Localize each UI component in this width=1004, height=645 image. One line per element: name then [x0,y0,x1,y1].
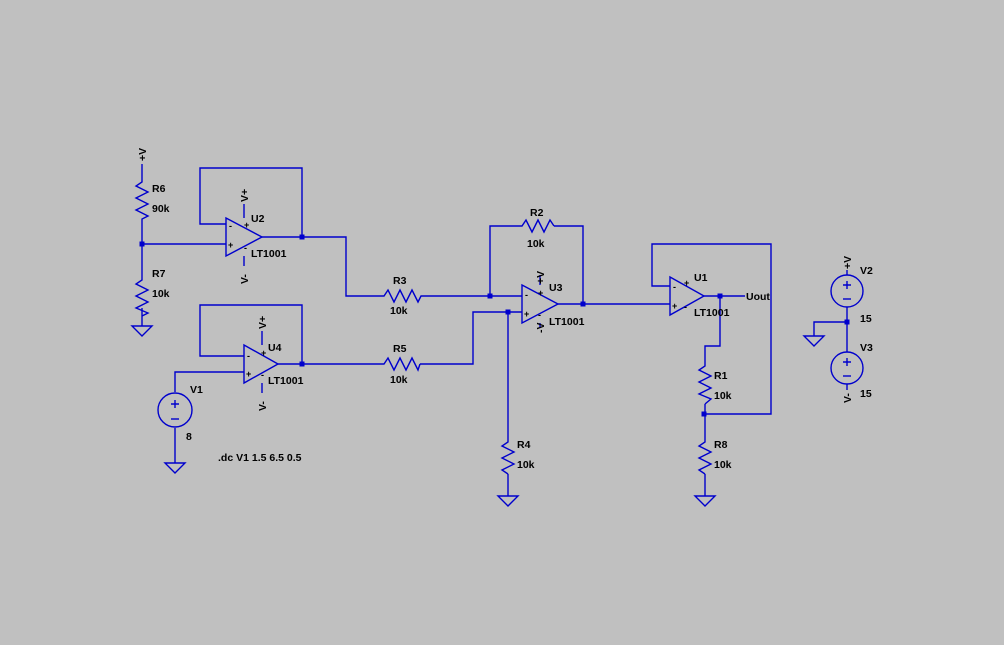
r8-value: 10k [714,459,732,471]
u4-minus-pin: - [247,351,250,361]
junction-dots [139,234,850,417]
r7-value: 10k [152,288,170,300]
opamp-u2[interactable]: - + + - U2 LT1001 V+ V- [225,189,287,284]
u2-model: LT1001 [251,248,287,260]
u2-vp-pin: + [244,220,249,230]
u3-plus-pin: + [524,309,529,319]
u4-vm-pin: - [261,370,264,380]
r7-ref: R7 [152,268,166,280]
u3-vplus-label: +V [535,271,547,284]
u4-plus-pin: + [246,369,251,379]
r6-ref: R6 [152,183,166,195]
opamp-u4[interactable]: - + + - U4 LT1001 V+ V- [243,316,304,411]
u1-minus-pin: - [673,282,676,292]
u4-vplus-label: V+ [257,316,269,329]
ground-icon [163,462,187,474]
voltage-source-v2[interactable]: V2 15 [830,265,873,325]
r1-value: 10k [714,390,732,402]
resistor-r5[interactable]: R5 10k [378,343,421,386]
u2-vminus-label: V- [239,274,251,284]
resistor-r3[interactable]: R3 10k [376,275,424,317]
u3-minus-pin: - [525,290,528,300]
ground-icon [693,495,717,507]
u1-model: LT1001 [694,307,730,319]
voltage-source-v1[interactable]: V1 8 [157,384,203,443]
resistor-r1[interactable]: R1 10k [697,360,732,405]
v1-ref: V1 [190,384,203,396]
resistor-r4[interactable]: R4 10k [500,436,535,475]
resistor-r7[interactable]: R7 10k [134,268,170,317]
net-flag-vminus-v3: V- [842,393,854,403]
u2-vplus-label: V+ [239,189,251,202]
ground-icon [802,335,826,347]
ground-icon [496,495,520,507]
r8-ref: R8 [714,439,728,451]
svg-text:+V: +V [137,148,149,161]
ground-icon [130,325,154,337]
r5-ref: R5 [393,343,407,355]
svg-text:+V: +V [842,256,854,269]
v2-value: 15 [860,313,872,325]
r3-ref: R3 [393,275,407,287]
u2-ref: U2 [251,213,265,225]
r4-value: 10k [517,459,535,471]
u4-model: LT1001 [268,375,304,387]
opamp-u1[interactable]: - + + - U1 LT1001 [669,272,730,319]
resistor-r6[interactable]: R6 90k [134,174,170,226]
r4-ref: R4 [517,439,531,451]
spice-directive[interactable]: .dc V1 1.5 6.5 0.5 [218,452,302,464]
net-label-uout: Uout [746,291,770,303]
u2-minus-pin: - [229,221,232,231]
svg-text:Uout: Uout [746,291,770,303]
r1-ref: R1 [714,370,728,382]
resistor-r2[interactable]: R2 10k [518,207,555,250]
u4-ref: U4 [268,342,282,354]
u2-plus-pin: + [228,240,233,250]
opamp-u3[interactable]: - + + - U3 LT1001 +V -V [521,271,585,334]
r3-value: 10k [390,305,408,317]
u3-vminus-label: -V [535,323,547,334]
u3-vm-pin: - [538,310,541,320]
v2-ref: V2 [860,265,873,277]
u4-vminus-label: V- [257,401,269,411]
r5-value: 10k [390,374,408,386]
u2-vm-pin: - [244,243,247,253]
u3-vp-pin: + [538,288,543,298]
v3-ref: V3 [860,342,873,354]
u1-vp-pin: + [684,278,689,288]
r6-value: 90k [152,203,170,215]
u1-ref: U1 [694,272,708,284]
r2-value: 10k [527,238,545,250]
v3-value: 15 [860,388,872,400]
u4-vp-pin: + [261,348,266,358]
voltage-source-v3[interactable]: V3 15 [830,342,873,400]
u1-vm-pin: - [684,302,687,312]
net-flag-vplus-r6: +V [137,148,149,161]
net-flag-vplus-v2: +V [842,256,854,269]
u1-plus-pin: + [672,301,677,311]
u3-ref: U3 [549,282,563,294]
svg-text:V-: V- [842,393,854,403]
u3-model: LT1001 [549,316,585,328]
wires [141,164,848,496]
v1-value: 8 [186,431,192,443]
resistor-r8[interactable]: R8 10k [697,436,732,475]
r2-ref: R2 [530,207,544,219]
